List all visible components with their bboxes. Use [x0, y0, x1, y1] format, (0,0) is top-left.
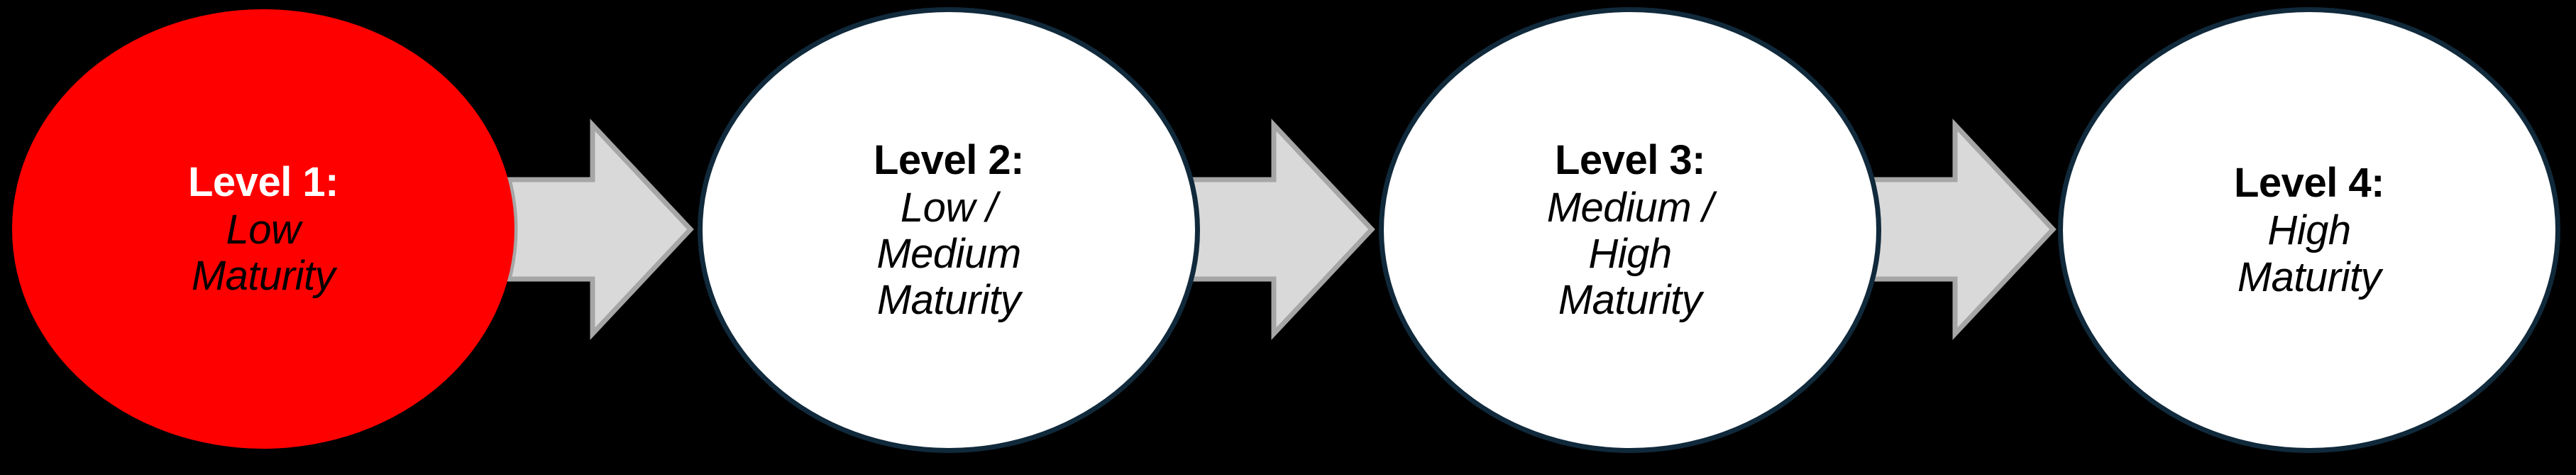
stage-line: Medium /	[1546, 184, 1714, 231]
stage-line: Low /	[900, 184, 998, 231]
stage-line: Medium	[876, 231, 1021, 277]
arrow-2-to-3	[1187, 119, 1375, 340]
right-arrow-icon	[1868, 119, 2057, 340]
stage-node-level-4[interactable]: Level 4: High Maturity	[2058, 7, 2560, 453]
stage-line: High	[1588, 231, 1672, 277]
right-arrow-icon	[505, 119, 694, 340]
stage-title: Level 1:	[188, 158, 339, 205]
stage-line: High	[2267, 207, 2351, 254]
stage-line: Maturity	[191, 253, 336, 300]
stage-node-level-1[interactable]: Level 1: Low Maturity	[12, 9, 514, 449]
stage-line: Low	[226, 206, 301, 253]
stage-title: Level 4:	[2234, 160, 2385, 207]
stage-node-level-2[interactable]: Level 2: Low / Medium Maturity	[698, 7, 1200, 453]
stage-line: Maturity	[2237, 253, 2382, 300]
stage-line: Maturity	[876, 277, 1021, 324]
stage-line: Maturity	[1558, 277, 1702, 324]
stage-title: Level 3:	[1555, 136, 1706, 183]
right-arrow-icon	[1187, 119, 1375, 340]
stage-title: Level 2:	[874, 136, 1025, 183]
arrow-1-to-2	[505, 119, 694, 340]
stage-node-level-3[interactable]: Level 3: Medium / High Maturity	[1379, 7, 1881, 453]
arrow-3-to-4	[1868, 119, 2057, 340]
